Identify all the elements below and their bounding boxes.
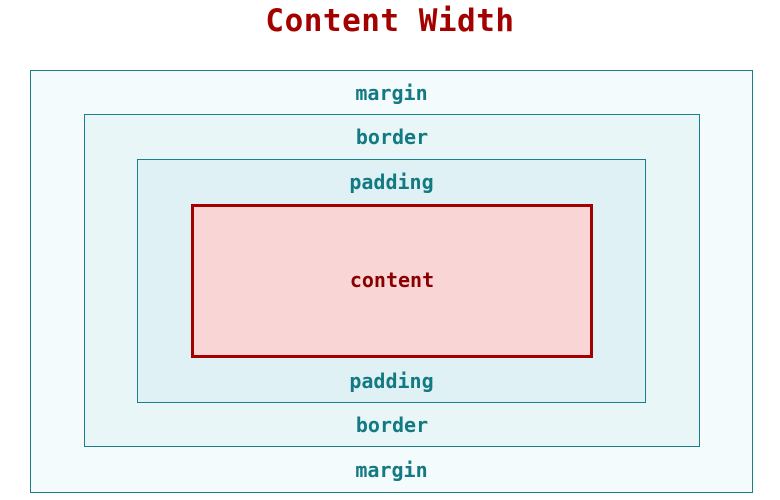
content-label: content bbox=[349, 268, 435, 292]
content-area bbox=[191, 204, 593, 358]
border-label-bottom: border bbox=[355, 413, 429, 437]
border-label-top: border bbox=[355, 125, 429, 149]
padding-label-top: padding bbox=[349, 170, 434, 194]
diagram-title: Content Width bbox=[265, 3, 515, 39]
margin-label-top: margin bbox=[355, 81, 428, 105]
margin-label-bottom: margin bbox=[355, 458, 428, 482]
padding-label-bottom: padding bbox=[349, 369, 434, 393]
